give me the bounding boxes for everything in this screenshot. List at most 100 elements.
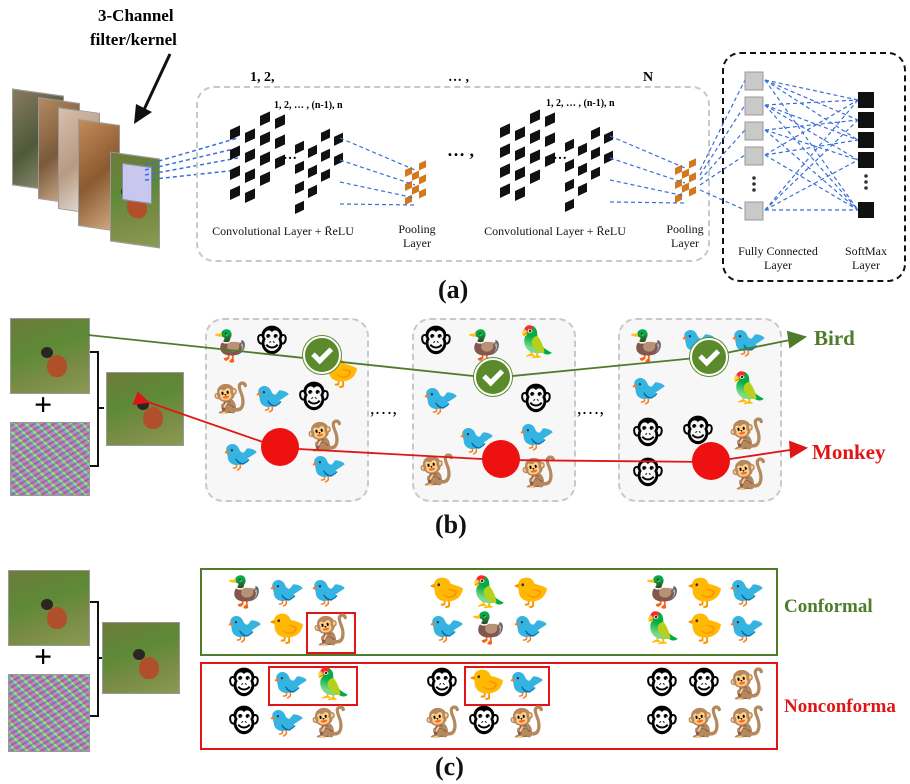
path-arrows-b [87,330,809,463]
monkey-icon: 🐵 [518,383,554,418]
monkey-icon: 🐵 [226,705,262,740]
noise-image-b [10,422,90,496]
bird-icon: 🐤 [686,611,724,646]
conformal-label: Conformal [784,596,873,617]
filter-label-line1: 3-Channel [98,6,174,25]
parrot-icon: 🦜 [730,371,768,406]
check-icon [474,358,512,396]
bird-icon: 🐦 [272,667,310,702]
filter-label-line2: filter/kernel [90,30,177,49]
red-dot-icon [261,428,299,466]
class-group-b1 [205,318,369,502]
nonconformal-box [200,662,778,750]
bird-icon: 🐦 [730,325,768,360]
monkey-icon: 🐒 [212,381,250,416]
monkey-icon: 🐒 [728,667,766,702]
sub-index-1: 1, 2, … , (n-1), n [274,100,343,111]
bird-icon: 🐦 [512,611,550,646]
index-dots: … , [448,70,469,85]
monkey-icon: 🐵 [630,457,666,492]
class-label-bird: Bird [814,326,855,350]
bird-icon: 🐦 [254,381,292,416]
monkey-icon: 🐒 [728,705,766,740]
duck-icon: 🦆 [212,329,250,364]
feature-maps-1 [230,111,426,214]
input-to-conv-lines [144,137,239,181]
clean-image-c [8,570,90,646]
bird-icon: 🐦 [226,611,264,646]
bird-icon: 🐦 [728,575,766,610]
monkey-icon: 🐵 [686,667,722,702]
bird-icon: 🐦 [422,383,460,418]
adversarial-image-b [106,372,184,446]
check-icon [303,336,341,374]
bird-icon: 🐦 [310,451,348,486]
monkey-icon: 🐒 [312,613,350,648]
monkey-icon: 🐒 [306,419,344,454]
check-icon [690,338,728,376]
monkey-icon: 🐵 [424,667,460,702]
monkey-icon: 🐵 [630,417,666,452]
monkey-icon: 🐵 [466,705,502,740]
parrot-icon: 🦜 [644,611,682,646]
bird-icon: 🐦 [728,611,766,646]
duck-icon: 🦆 [644,575,682,610]
filter-arrow-icon [134,53,172,124]
fc-softmax-network [699,71,874,221]
ellipsis-small-1: … [283,148,297,163]
parrot-icon: 🦜 [314,667,352,702]
monkey-icon: 🐒 [418,453,456,488]
pool-label-2: Pooling Layer [666,222,704,250]
softmax-label: SoftMax Layer [845,244,887,272]
bird-icon: 🐦 [268,705,306,740]
bird-icon: 🐦 [630,373,668,408]
fc-label: Fully Connected Layer [738,244,818,272]
separator-b2: ,…, [577,398,604,418]
fc-softmax-block [722,52,906,282]
conv-label-1: Convolutional Layer + R̄eLU [212,224,354,238]
pool-label-1: Pooling Layer [398,222,436,250]
caption-b: (b) [435,510,467,539]
bird-icon: 🐦 [310,575,348,610]
feature-maps-2 [500,109,696,212]
nonconformal-label: Nonconforma [784,696,896,717]
misclassified-box [306,612,356,654]
noise-image-c [8,674,90,752]
monkey-icon: 🐒 [728,417,766,452]
clean-image-b [10,318,90,394]
monkey-icon: 🐒 [730,457,768,492]
plus-sign-b: + [34,386,53,422]
monkey-icon: 🐒 [508,705,546,740]
monkey-icon: 🐵 [644,667,680,702]
plus-sign-c: + [34,638,53,674]
conformal-box [200,568,778,656]
red-dot-icon [692,442,730,480]
monkey-icon: 🐵 [644,705,680,740]
index-start: 1, 2, [250,70,275,85]
misclassified-box [464,666,550,706]
misclassified-box [268,666,358,706]
monkey-icon: 🐒 [686,705,724,740]
bird-icon: 🐦 [222,439,260,474]
caption-a: (a) [438,275,469,304]
index-end: N [643,70,654,85]
ellipsis-mid: … , [447,140,474,160]
bird-icon: 🐤 [686,575,724,610]
bird-icon: 🐤 [468,667,506,702]
bird-icon: 🐤 [268,611,306,646]
bird-icon: 🐦 [518,419,556,454]
duck-icon: 🦆 [470,611,508,646]
separator-b1: ,…, [370,398,397,418]
conv-pool-block [196,86,710,262]
conv-label-2: Convolutional Layer + R̄eLU [484,224,626,238]
ellipsis-small-2: … [553,148,567,163]
monkey-icon: 🐵 [418,325,454,360]
caption-c: (c) [435,752,464,781]
bird-icon: 🐤 [512,575,550,610]
bracket-b [90,351,104,467]
bird-icon: 🐦 [508,667,546,702]
duck-icon: 🦆 [628,329,666,364]
bird-icon: 🐦 [268,575,306,610]
red-dot-icon [482,440,520,478]
sub-index-2: 1, 2, … , (n-1), n [546,98,615,109]
